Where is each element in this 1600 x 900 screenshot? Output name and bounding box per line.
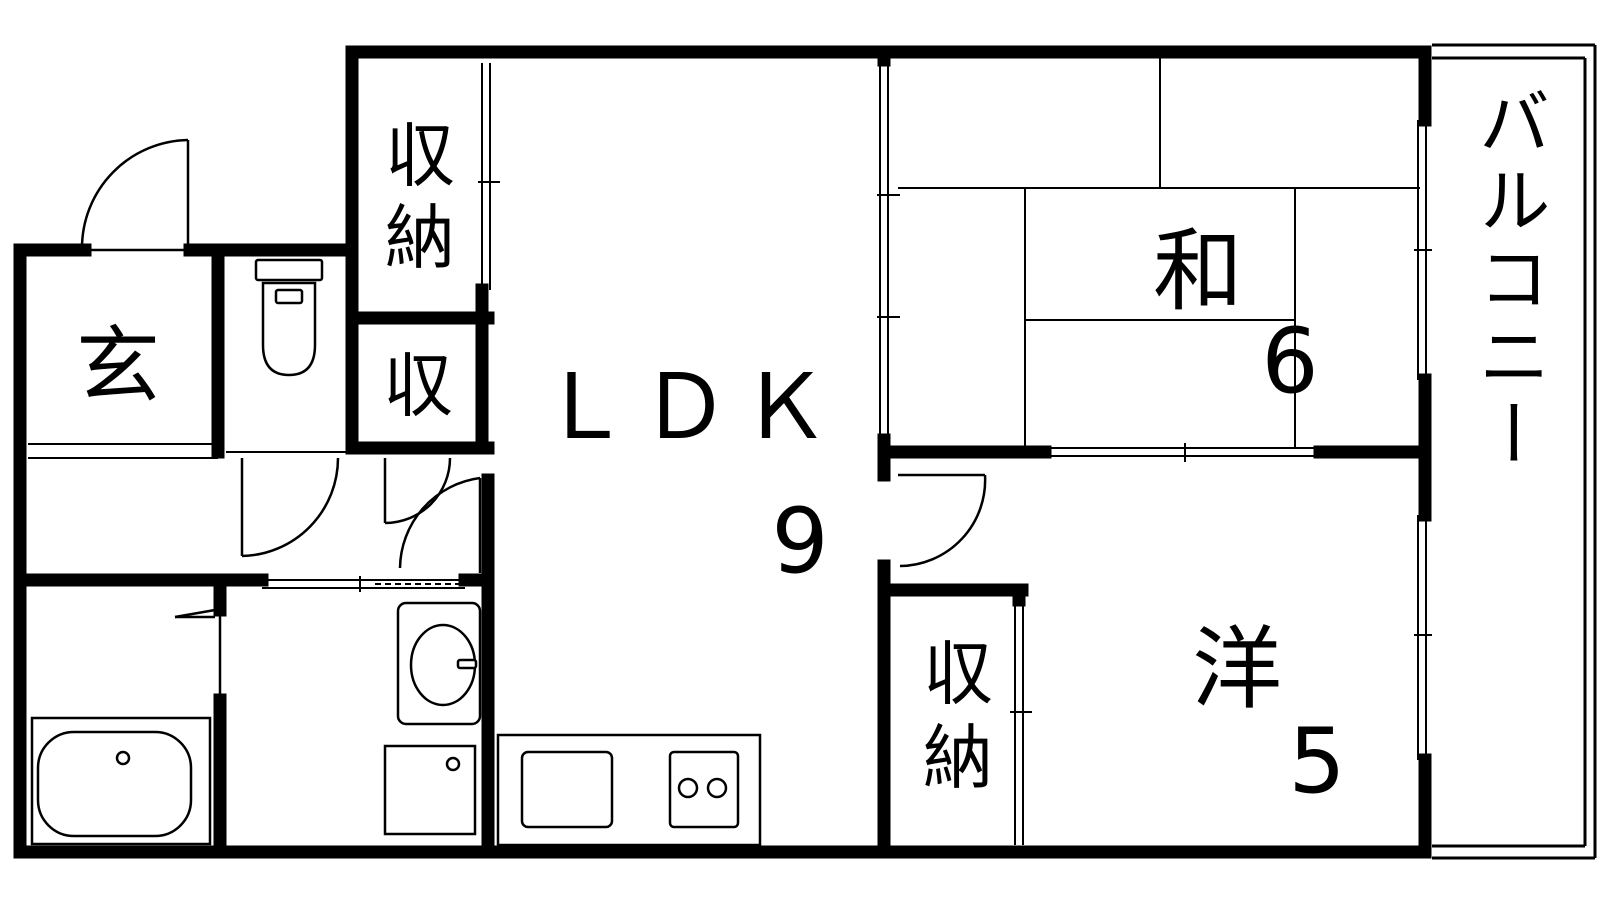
balcony-label: バルコニー xyxy=(1466,85,1550,475)
balcony-railing xyxy=(1432,43,1597,860)
kitchen-counter xyxy=(496,733,762,847)
tatami-mat-lines xyxy=(898,58,1420,448)
interior-door-swings xyxy=(174,457,987,700)
wall-thin-edges xyxy=(28,443,346,459)
washbasin-icon xyxy=(396,601,482,726)
bathtub-icon xyxy=(30,716,212,846)
washing-machine-icon xyxy=(383,744,477,836)
window-and-sliding-door-lines xyxy=(262,60,1432,845)
yoshitsu-label: 洋 xyxy=(1192,617,1282,722)
toilet-icon xyxy=(254,258,324,377)
genkan-label: 玄 xyxy=(76,317,160,415)
washitsu-size: 6 xyxy=(1261,309,1318,414)
storage-western-label-line2: 納 xyxy=(923,717,993,799)
storage-top-label-line1: 収 xyxy=(385,115,455,197)
storage-western-label-line1: 収 xyxy=(923,633,993,715)
ldk-size: 9 xyxy=(771,489,828,594)
front-door-swing xyxy=(80,138,190,252)
ldk-label: ＬＤＫ xyxy=(540,355,840,460)
walls xyxy=(13,45,1432,859)
washitsu-label: 和 xyxy=(1153,219,1243,324)
yoshitsu-size: 5 xyxy=(1288,709,1345,814)
storage-top-label-line2: 納 xyxy=(385,197,455,279)
storage-small-label: 収 xyxy=(383,345,453,427)
